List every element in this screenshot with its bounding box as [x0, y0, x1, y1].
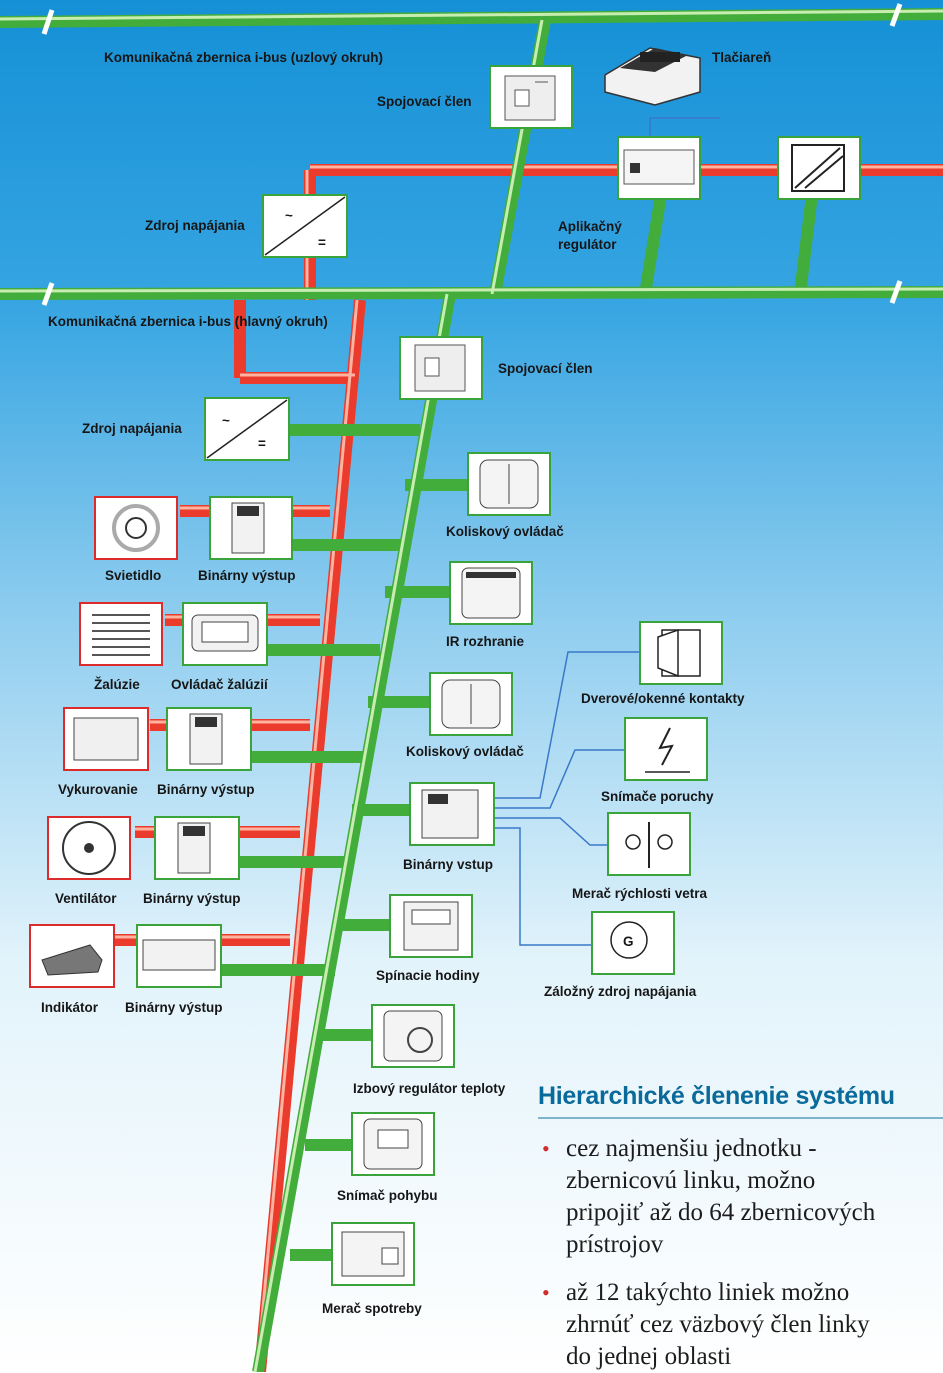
bus-lines [0, 3, 943, 1372]
label-binary-out-2: Binárny výstup [157, 782, 255, 797]
psu-main: ~ = [204, 397, 290, 461]
info-bullets: • cez najmenšiu jednotku - zbernicovú li… [538, 1133, 943, 1373]
bullet-glyph: • [542, 1280, 550, 1305]
psu-ac-symbol: ~ [285, 208, 293, 223]
line-coupler-box [777, 136, 861, 200]
coupler-main [399, 336, 483, 400]
psu-dc-symbol: = [318, 235, 326, 250]
printer-icon [604, 47, 701, 106]
bullet-glyph: • [542, 1136, 550, 1161]
label-timer: Spínacie hodiny [376, 968, 480, 983]
app-controller [617, 136, 701, 200]
label-backup-psu: Záložný zdroj napájania [544, 984, 697, 999]
bullet-2-line-2: zhrnúť cez väzbový člen linky [566, 1311, 870, 1338]
label-meter: Merač spotreby [322, 1301, 422, 1316]
label-binary-in: Binárny vstup [403, 857, 493, 872]
label-fault-sensor: Snímače poruchy [601, 789, 714, 804]
backup-psu: G [591, 911, 675, 975]
label-ir: IR rozhranie [446, 634, 525, 649]
bullet-item: • cez najmenšiu jednotku - zbernicovú li… [538, 1133, 943, 1261]
binary-output-4 [136, 924, 222, 988]
wind-meter [607, 812, 691, 876]
label-rocker-1: Koliskový ovládač [446, 524, 564, 539]
label-door-window: Dverové/okenné kontakty [581, 691, 745, 706]
label-lamp: Svietidlo [105, 568, 161, 583]
label-bus-main: Komunikačná zbernica i-bus (hlavný okruh… [48, 314, 328, 329]
motion-sensor [351, 1112, 435, 1176]
binary-output-1 [209, 496, 293, 560]
label-blinds: Žalúzie [94, 677, 140, 692]
label-app-controller-2: regulátor [558, 237, 617, 252]
label-coupler-main: Spojovací člen [498, 361, 593, 376]
psu-top: ~ = [262, 194, 348, 258]
label-binary-out-3: Binárny výstup [143, 891, 241, 906]
label-blind-ctrl: Ovládač žalúzií [171, 677, 269, 692]
bullet-1-line-1: cez najmenšiu jednotku - [566, 1135, 817, 1162]
label-heating: Vykurovanie [58, 782, 138, 797]
blinds [79, 602, 163, 666]
label-room-thermo: Izbový regulátor teploty [353, 1081, 506, 1096]
bullet-2-line-3: do jednej oblasti [566, 1343, 732, 1370]
blind-controller [182, 602, 268, 666]
label-printer: Tlačiareň [712, 50, 771, 65]
bullet-item: • až 12 takýchto liniek možno zhrnúť cez… [538, 1277, 943, 1373]
coupler-top [489, 65, 573, 129]
bullet-1-line-4: prístrojov [566, 1231, 664, 1258]
psu-main-dc-symbol: = [258, 436, 266, 451]
binary-input [409, 782, 495, 846]
label-wind: Merač rýchlosti vetra [572, 886, 708, 901]
binary-output-3 [154, 816, 240, 880]
fan [47, 816, 131, 880]
heating [63, 707, 149, 771]
indicator [29, 924, 115, 988]
rocker-switch-1 [467, 452, 551, 516]
diagram-labels: Komunikačná zbernica i-bus (uzlový okruh… [41, 50, 771, 1316]
label-bus-backbone: Komunikačná zbernica i-bus (uzlový okruh… [104, 50, 383, 65]
label-psu-top: Zdroj napájania [145, 218, 245, 233]
title-underline [538, 1117, 943, 1119]
label-psu-main: Zdroj napájania [82, 421, 182, 436]
room-thermostat [371, 1004, 455, 1068]
energy-meter [331, 1222, 415, 1286]
info-card: Hierarchické členenie systému • cez najm… [538, 1082, 943, 1372]
label-indicator: Indikátor [41, 1000, 99, 1015]
timer-switch [389, 894, 473, 958]
psu-main-ac-symbol: ~ [222, 413, 230, 428]
label-motion: Snímač pohybu [337, 1188, 438, 1203]
generator-symbol: G [623, 934, 634, 949]
fault-sensors [624, 717, 708, 781]
label-fan: Ventilátor [55, 891, 117, 906]
binary-output-2 [166, 707, 252, 771]
label-rocker-2: Koliskový ovládač [406, 744, 524, 759]
sensor-links [495, 117, 720, 946]
label-coupler-top: Spojovací člen [377, 94, 472, 109]
bullet-1-line-2: zbernicovú linku, možno [566, 1167, 816, 1194]
lamp [94, 496, 178, 560]
info-title: Hierarchické členenie systému [538, 1082, 895, 1110]
door-window-contacts [639, 621, 723, 685]
label-binary-out-1: Binárny výstup [198, 568, 296, 583]
bullet-2-line-1: až 12 takýchto liniek možno [566, 1279, 850, 1306]
rocker-switch-2 [429, 672, 513, 736]
bullet-1-line-3: pripojiť až do 64 zbernicových [566, 1199, 876, 1226]
ir-interface [449, 561, 533, 625]
label-app-controller-1: Aplikačný [558, 219, 622, 234]
label-binary-out-4: Binárny výstup [125, 1000, 223, 1015]
